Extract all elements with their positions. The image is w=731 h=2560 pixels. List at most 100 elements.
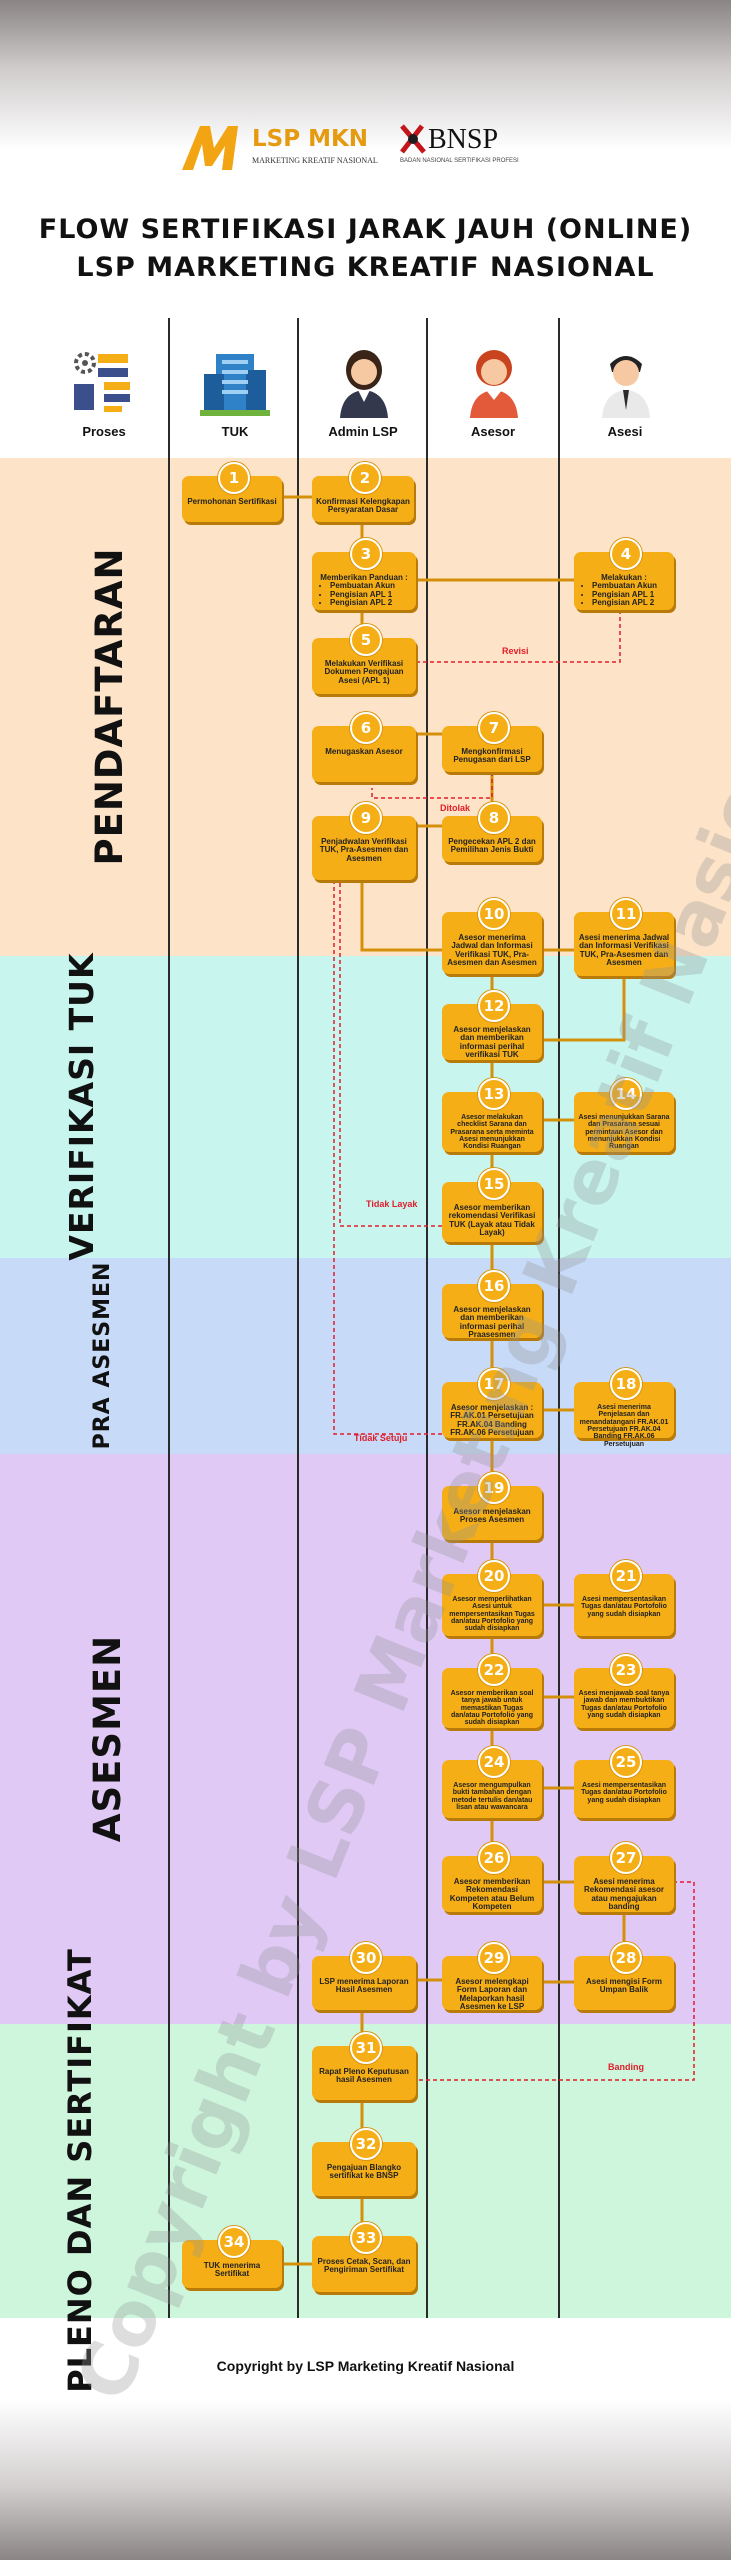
step-number: 27 bbox=[610, 1842, 642, 1874]
step-text: Pengecekan APL 2 dan Pemilihan Jenis Buk… bbox=[448, 837, 536, 855]
bnsp-brand: BNSP bbox=[428, 124, 499, 155]
asesor-avatar-icon bbox=[470, 350, 518, 418]
step-text: Memberikan Panduan : bbox=[320, 573, 408, 582]
step-number: 12 bbox=[478, 990, 510, 1022]
lsp-logo-mark bbox=[182, 126, 238, 170]
page-subtitle: LSP MARKETING KREATIF NASIONAL bbox=[76, 252, 655, 283]
step-number: 9 bbox=[350, 802, 382, 834]
building-icon bbox=[200, 354, 270, 416]
step-text: Asesor memberikan soal tanya jawab untuk… bbox=[450, 1690, 534, 1727]
lane-divider bbox=[168, 318, 170, 2318]
step-text: Asesi menerima Jadwal dan Informasi Veri… bbox=[578, 933, 670, 968]
step-text: Permohonan Sertifikasi bbox=[187, 497, 277, 506]
step-text: LSP menerima Laporan Hasil Asesmen bbox=[319, 1977, 409, 1995]
lane-divider bbox=[558, 318, 560, 2318]
top-gradient bbox=[0, 0, 731, 150]
step-text: Konfirmasi Kelengkapan Persyaratan Dasar bbox=[316, 497, 410, 515]
lane-header-asesi: Asesi bbox=[607, 424, 643, 439]
step-number: 34 bbox=[218, 2226, 250, 2258]
step-text: Penjadwalan Verifikasi TUK, Pra-Asesmen … bbox=[319, 837, 409, 863]
step-number: 18 bbox=[610, 1368, 642, 1400]
step-text: Asesor mengumpulkan bukti tambahan denga… bbox=[451, 1782, 533, 1812]
step-number: 3 bbox=[350, 538, 382, 570]
bnsp-logo: BNSP BADAN NASIONAL SERTIFIKASI PROFESI bbox=[398, 118, 538, 172]
step-number: 10 bbox=[478, 898, 510, 930]
connector bbox=[360, 880, 442, 952]
lsp-brand: LSP MKN bbox=[252, 126, 369, 152]
step-item: Pengisian APL 2 bbox=[330, 598, 412, 607]
footer-copyright: Copyright by LSP Marketing Kreatif Nasio… bbox=[216, 2358, 515, 2374]
step-item: Pengisian APL 1 bbox=[330, 590, 412, 599]
step-text: Asesi menjawab soal tanya jawab dan memb… bbox=[578, 1690, 670, 1720]
step-item: Pengisian APL 2 bbox=[592, 598, 670, 607]
step-number: 33 bbox=[350, 2222, 382, 2254]
step-number: 4 bbox=[610, 538, 642, 570]
process-icon bbox=[74, 352, 130, 412]
lane-header-proses: Proses bbox=[82, 424, 126, 439]
step-number: 26 bbox=[478, 1842, 510, 1874]
lane-header-admin-lsp: Admin LSP bbox=[328, 424, 398, 439]
step-number: 11 bbox=[610, 898, 642, 930]
step-item: Pembuatan Akun bbox=[330, 581, 412, 590]
reject-connector bbox=[339, 880, 442, 1227]
step-number: 29 bbox=[478, 1942, 510, 1974]
band-asesmen bbox=[0, 1454, 731, 2024]
step-text: Asesi menerima Penjelasan dan menandatan… bbox=[579, 1404, 669, 1448]
step-number: 13 bbox=[478, 1078, 510, 1110]
step-number: 25 bbox=[610, 1746, 642, 1778]
step-number: 14 bbox=[610, 1078, 642, 1110]
step-number: 22 bbox=[478, 1654, 510, 1686]
step-number: 24 bbox=[478, 1746, 510, 1778]
step-text: Asesor menjelaskan Proses Asesmen bbox=[453, 1507, 531, 1525]
edge-label-tidak-setuju: Tidak Setuju bbox=[354, 1433, 408, 1443]
step-number: 7 bbox=[478, 712, 510, 744]
bnsp-logo-mark bbox=[400, 124, 426, 154]
step-number: 19 bbox=[478, 1472, 510, 1504]
edge-label-revisi: Revisi bbox=[502, 646, 529, 656]
step-text: Asesor menjelaskan dan memberikan inform… bbox=[453, 1025, 531, 1060]
step-number: 2 bbox=[349, 462, 381, 494]
page-title: FLOW SERTIFIKASI JARAK JAUH (ONLINE) bbox=[38, 214, 693, 245]
reject-connector bbox=[333, 880, 442, 1435]
step-number: 5 bbox=[350, 624, 382, 656]
lane-header-asesor: Asesor bbox=[470, 424, 516, 439]
step-number: 17 bbox=[478, 1368, 510, 1400]
edge-label-ditolak: Ditolak bbox=[440, 803, 471, 813]
step-number: 21 bbox=[610, 1560, 642, 1592]
reject-connector bbox=[416, 612, 621, 663]
step-text: Melakukan : bbox=[601, 573, 647, 582]
lane-divider bbox=[426, 318, 428, 2318]
step-text: Asesor memberikan Rekomendasi Kompeten a… bbox=[449, 1877, 535, 1912]
step-text: Mengkonfirmasi Penugasan dari LSP bbox=[453, 747, 531, 765]
step-number: 16 bbox=[478, 1270, 510, 1302]
edge-label-banding: Banding bbox=[608, 2062, 644, 2072]
step-text: Asesor melakukan checklist Sarana dan Pr… bbox=[450, 1114, 534, 1151]
step-number: 30 bbox=[350, 1942, 382, 1974]
admin-avatar-icon bbox=[340, 350, 388, 418]
lane-header-tuk: TUK bbox=[221, 424, 249, 439]
step-item: Pembuatan Akun bbox=[592, 581, 670, 590]
step-text: Asesor menjelaskan : FR.AK.01 Persetujua… bbox=[450, 1403, 534, 1438]
